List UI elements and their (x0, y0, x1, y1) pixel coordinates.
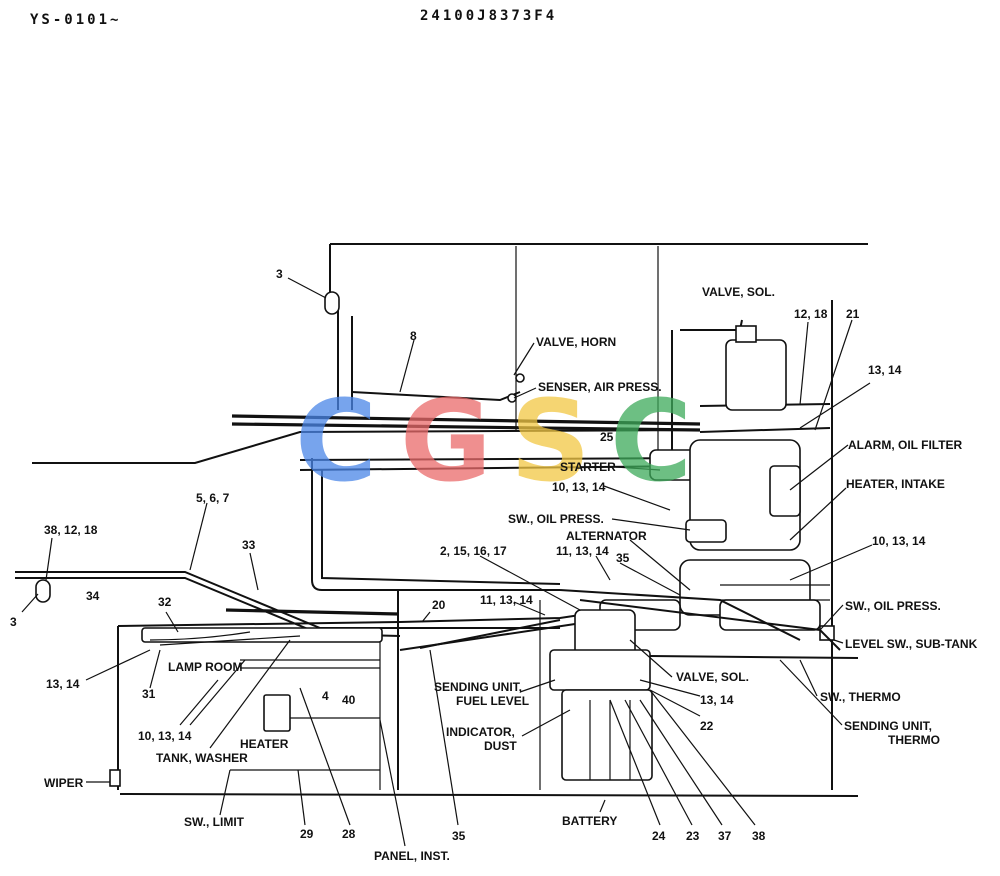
cab-components (109, 627, 383, 787)
num-10-13-14-a: 10, 13, 14 (552, 480, 606, 494)
label-valve-sol-mid: VALVE, SOL. (676, 670, 749, 684)
part-number-labels: 3 8 12, 18 21 13, 14 25 10, 13, 14 10, 1… (10, 267, 926, 843)
num-25: 25 (600, 430, 614, 444)
label-sending-unit-thermo-1: SENDING UNIT, (844, 719, 932, 733)
num-8: 8 (410, 329, 417, 343)
num-21: 21 (846, 307, 860, 321)
num-2-15-16-17: 2, 15, 16, 17 (440, 544, 507, 558)
num-12-18: 12, 18 (794, 307, 828, 321)
num-38: 38 (752, 829, 766, 843)
num-29: 29 (300, 827, 314, 841)
num-37: 37 (718, 829, 732, 843)
label-sending-unit-fuel-2: FUEL LEVEL (456, 694, 529, 708)
label-alternator: ALTERNATOR (566, 529, 647, 543)
leader-lines (21, 277, 873, 847)
connectors (35, 291, 525, 603)
num-5-6-7: 5, 6, 7 (196, 491, 230, 505)
num-3-top: 3 (276, 267, 283, 281)
num-10-13-14-l: 10, 13, 14 (138, 729, 192, 743)
label-wiper: WIPER (44, 776, 84, 790)
num-13-14-l: 13, 14 (46, 677, 80, 691)
label-heater: HEATER (240, 737, 289, 751)
num-10-13-14-r: 10, 13, 14 (872, 534, 926, 548)
label-tank-washer: TANK, WASHER (156, 751, 248, 765)
connector-3-left (35, 579, 51, 603)
num-35-bot: 35 (452, 829, 466, 843)
num-3-left: 3 (10, 615, 17, 629)
part-number: 24100J8373F4 (420, 8, 557, 24)
label-heater-intake: HEATER, INTAKE (846, 477, 945, 491)
num-11-13-14-b: 11, 13, 14 (480, 593, 533, 607)
num-35-mid: 35 (616, 551, 630, 565)
label-panel-inst: PANEL, INST. (374, 849, 450, 863)
label-starter: STARTER (560, 460, 616, 474)
label-battery: BATTERY (562, 814, 617, 828)
label-sw-oil-press-right: SW., OIL PRESS. (845, 599, 941, 613)
engine-components (559, 325, 841, 651)
num-38-12-18: 38, 12, 18 (44, 523, 98, 537)
num-13-14-m: 13, 14 (700, 693, 734, 707)
label-valve-sol-top: VALVE, SOL. (702, 285, 775, 299)
watermark-letter-c2: C (610, 377, 692, 507)
component-labels: VALVE, SOL. VALVE, HORN SENSER, AIR PRES… (44, 285, 978, 863)
label-senser-air-press: SENSER, AIR PRESS. (538, 380, 662, 394)
connector-3-top (324, 291, 340, 315)
label-valve-horn: VALVE, HORN (536, 335, 616, 349)
label-sw-oil-press-mid: SW., OIL PRESS. (508, 512, 604, 526)
watermark-letter-c1: C (295, 377, 377, 507)
num-4: 4 (322, 689, 329, 703)
label-indicator-dust-2: DUST (484, 739, 517, 753)
num-28: 28 (342, 827, 356, 841)
num-24: 24 (652, 829, 666, 843)
serial-range: YS-0101~ (30, 12, 121, 28)
label-alarm-oil-filter: ALARM, OIL FILTER (848, 438, 963, 452)
label-sw-limit: SW., LIMIT (184, 815, 245, 829)
watermark: C G S C (295, 377, 692, 507)
label-level-sw-sub-tank: LEVEL SW., SUB-TANK (845, 637, 978, 651)
label-lamp-room: LAMP ROOM (168, 660, 242, 674)
label-sw-thermo: SW., THERMO (820, 690, 901, 704)
label-sending-unit-fuel-1: SENDING UNIT, (434, 680, 522, 694)
machine-outline (117, 243, 868, 797)
num-34: 34 (86, 589, 100, 603)
num-20: 20 (432, 598, 446, 612)
num-32: 32 (158, 595, 172, 609)
watermark-letter-g: G (400, 377, 492, 507)
label-sending-unit-thermo-2: THERMO (888, 733, 940, 747)
num-13-14-r: 13, 14 (868, 363, 902, 377)
num-11-13-14-a: 11, 13, 14 (556, 544, 609, 558)
num-22: 22 (700, 719, 714, 733)
num-23: 23 (686, 829, 700, 843)
label-indicator-dust-1: INDICATOR, (446, 725, 515, 739)
num-33: 33 (242, 538, 256, 552)
num-40: 40 (342, 693, 356, 707)
center-components (549, 609, 653, 781)
watermark-letter-s: S (510, 377, 591, 507)
num-31: 31 (142, 687, 156, 701)
